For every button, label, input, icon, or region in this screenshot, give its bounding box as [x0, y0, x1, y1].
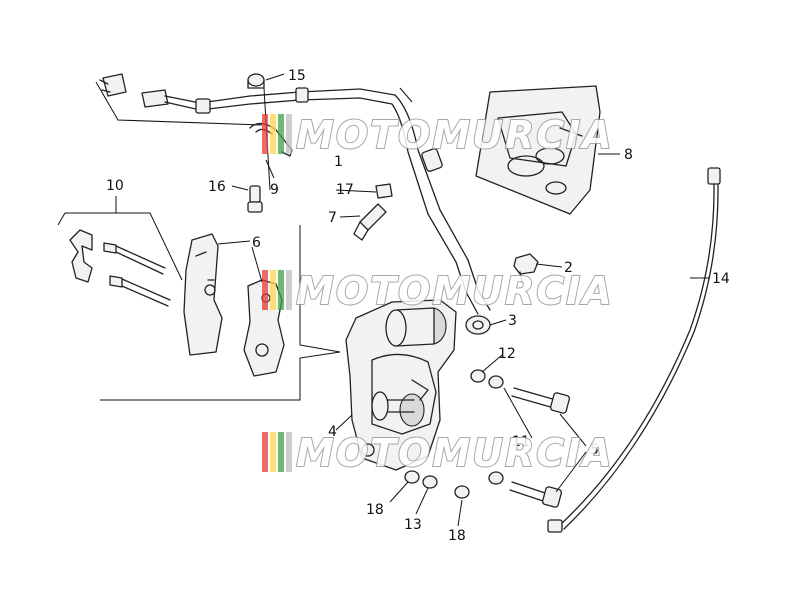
callouts: 1 2 3 4 5 6 7 8 9 10 11 12 13 14 15 16 1…: [106, 68, 730, 544]
pad-pins: [103, 242, 171, 307]
watermark-bar-1: [262, 270, 268, 310]
instructions-card: [475, 85, 601, 215]
callout-14: 14: [712, 271, 730, 287]
watermark-bar-4: [286, 270, 292, 310]
pad-spring-clip: [69, 229, 93, 283]
watermark-bar-2: [270, 270, 276, 310]
watermark-middle: MOTOMURCIA: [262, 268, 614, 314]
watermark-bar-3: [278, 270, 284, 310]
callout-12: 12: [498, 346, 516, 362]
brake-caliper: [345, 299, 457, 471]
bleed-valve-parts: [247, 73, 393, 241]
banjo-bolt-washer: [465, 253, 539, 335]
callout-5: 5: [590, 442, 599, 458]
watermark-bar-4: [286, 432, 292, 472]
callout-8: 8: [624, 147, 633, 163]
callout-15: 15: [288, 68, 306, 84]
brake-pad-front: [183, 233, 223, 356]
callout-7: 7: [328, 210, 337, 226]
caliper-bolts: [509, 387, 571, 508]
watermark-bar-1: [262, 114, 268, 154]
brake-hose: [95, 73, 491, 315]
watermark-text: MOTOMURCIA: [296, 269, 614, 313]
callout-17: 17: [336, 182, 354, 198]
callout-6: 6: [252, 235, 261, 251]
callout-3: 3: [508, 313, 517, 329]
callout-18-left: 18: [366, 502, 384, 518]
callout-4: 4: [328, 424, 337, 440]
watermark-text: MOTOMURCIA: [296, 431, 614, 475]
callout-13: 13: [404, 517, 422, 533]
callout-1: 1: [334, 154, 343, 170]
callout-10: 10: [106, 178, 124, 194]
callout-2: 2: [564, 260, 573, 276]
callout-16: 16: [208, 179, 226, 195]
leader-lines: [115, 73, 710, 527]
watermark-bar-1: [262, 432, 268, 472]
watermark-bar-2: [270, 432, 276, 472]
callout-9: 9: [270, 182, 279, 198]
watermark-bar-3: [278, 114, 284, 154]
callout-11: 11: [512, 434, 530, 450]
watermark-bottom: MOTOMURCIA: [262, 430, 614, 476]
washers: [404, 369, 504, 499]
watermark-bar-3: [278, 432, 284, 472]
pads-bracket-outline: [57, 212, 341, 401]
watermark-bar-2: [270, 114, 276, 154]
watermark-text: MOTOMURCIA: [296, 113, 614, 157]
watermark-bar-4: [286, 114, 292, 154]
watermark-top: MOTOMURCIA: [262, 112, 614, 158]
callout-18-right: 18: [448, 528, 466, 544]
brake-line-rod: [547, 167, 721, 533]
